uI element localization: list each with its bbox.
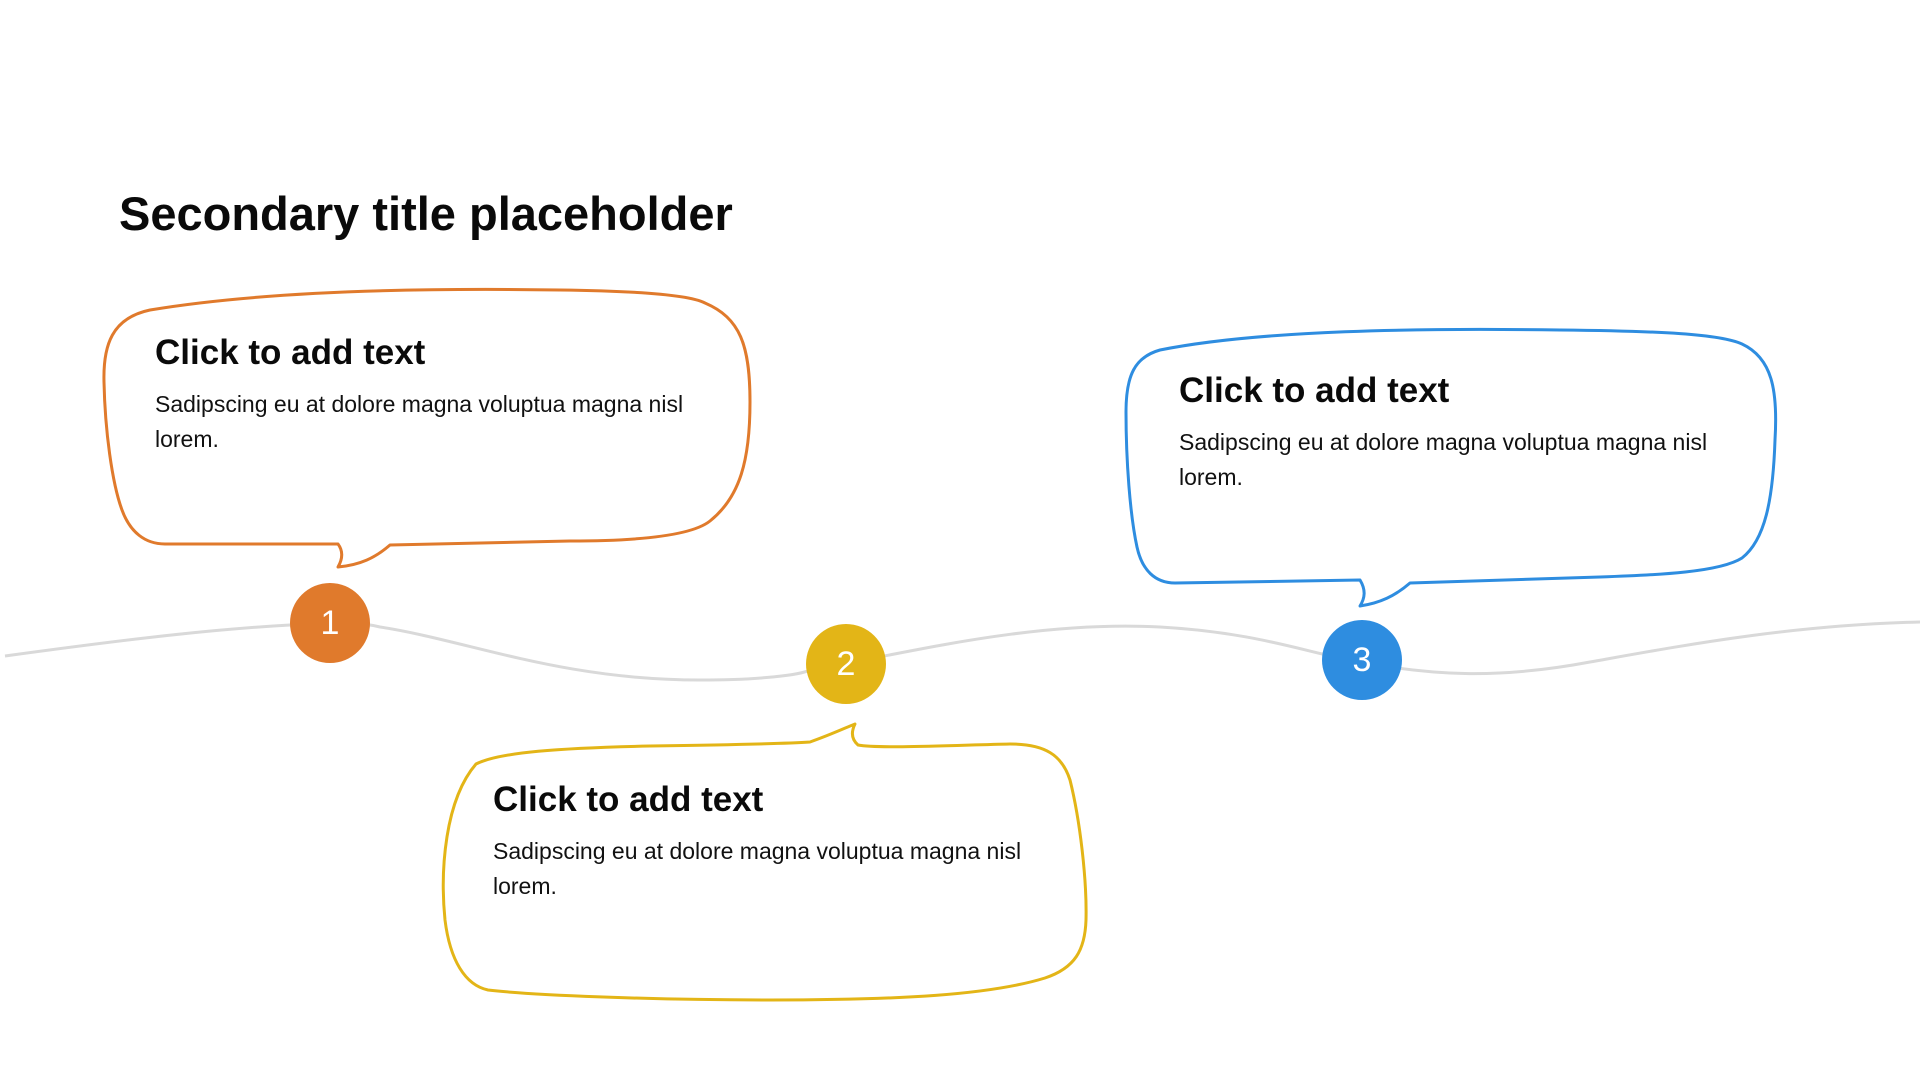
step-marker-3-number: 3 bbox=[1353, 641, 1372, 679]
step-marker-1-circle bbox=[290, 583, 370, 663]
bubble-2-heading[interactable]: Click to add text bbox=[493, 780, 764, 819]
bubble-2-body[interactable]: Sadipscing eu at dolore magna voluptua m… bbox=[493, 838, 1022, 899]
bubble-3-heading[interactable]: Click to add text bbox=[1179, 371, 1450, 410]
bubble-1-heading[interactable]: Click to add text bbox=[155, 333, 426, 372]
step-marker-2-number: 2 bbox=[837, 645, 856, 683]
step-marker-2-circle bbox=[806, 624, 886, 704]
page-title[interactable]: Secondary title placeholder bbox=[119, 187, 733, 240]
step-marker-3-circle bbox=[1322, 620, 1402, 700]
bubble-3-body[interactable]: Sadipscing eu at dolore magna voluptua m… bbox=[1179, 429, 1708, 490]
step-marker-1-number: 1 bbox=[321, 604, 340, 642]
step-marker-2: 2 bbox=[806, 624, 886, 704]
speech-bubble-1-outline bbox=[102, 287, 752, 569]
speech-bubble-1-text[interactable]: Click to add text Sadipscing eu at dolor… bbox=[155, 333, 715, 456]
bubble-1-body[interactable]: Sadipscing eu at dolore magna voluptua m… bbox=[155, 391, 684, 452]
step-marker-1: 1 bbox=[290, 583, 370, 663]
speech-bubble-2-outline bbox=[441, 722, 1088, 1002]
speech-bubble-3-text[interactable]: Click to add text Sadipscing eu at dolor… bbox=[1179, 371, 1739, 494]
speech-bubble-3-outline bbox=[1124, 327, 1778, 608]
step-marker-3: 3 bbox=[1322, 620, 1402, 700]
speech-bubble-2-text[interactable]: Click to add text Sadipscing eu at dolor… bbox=[493, 780, 1053, 903]
